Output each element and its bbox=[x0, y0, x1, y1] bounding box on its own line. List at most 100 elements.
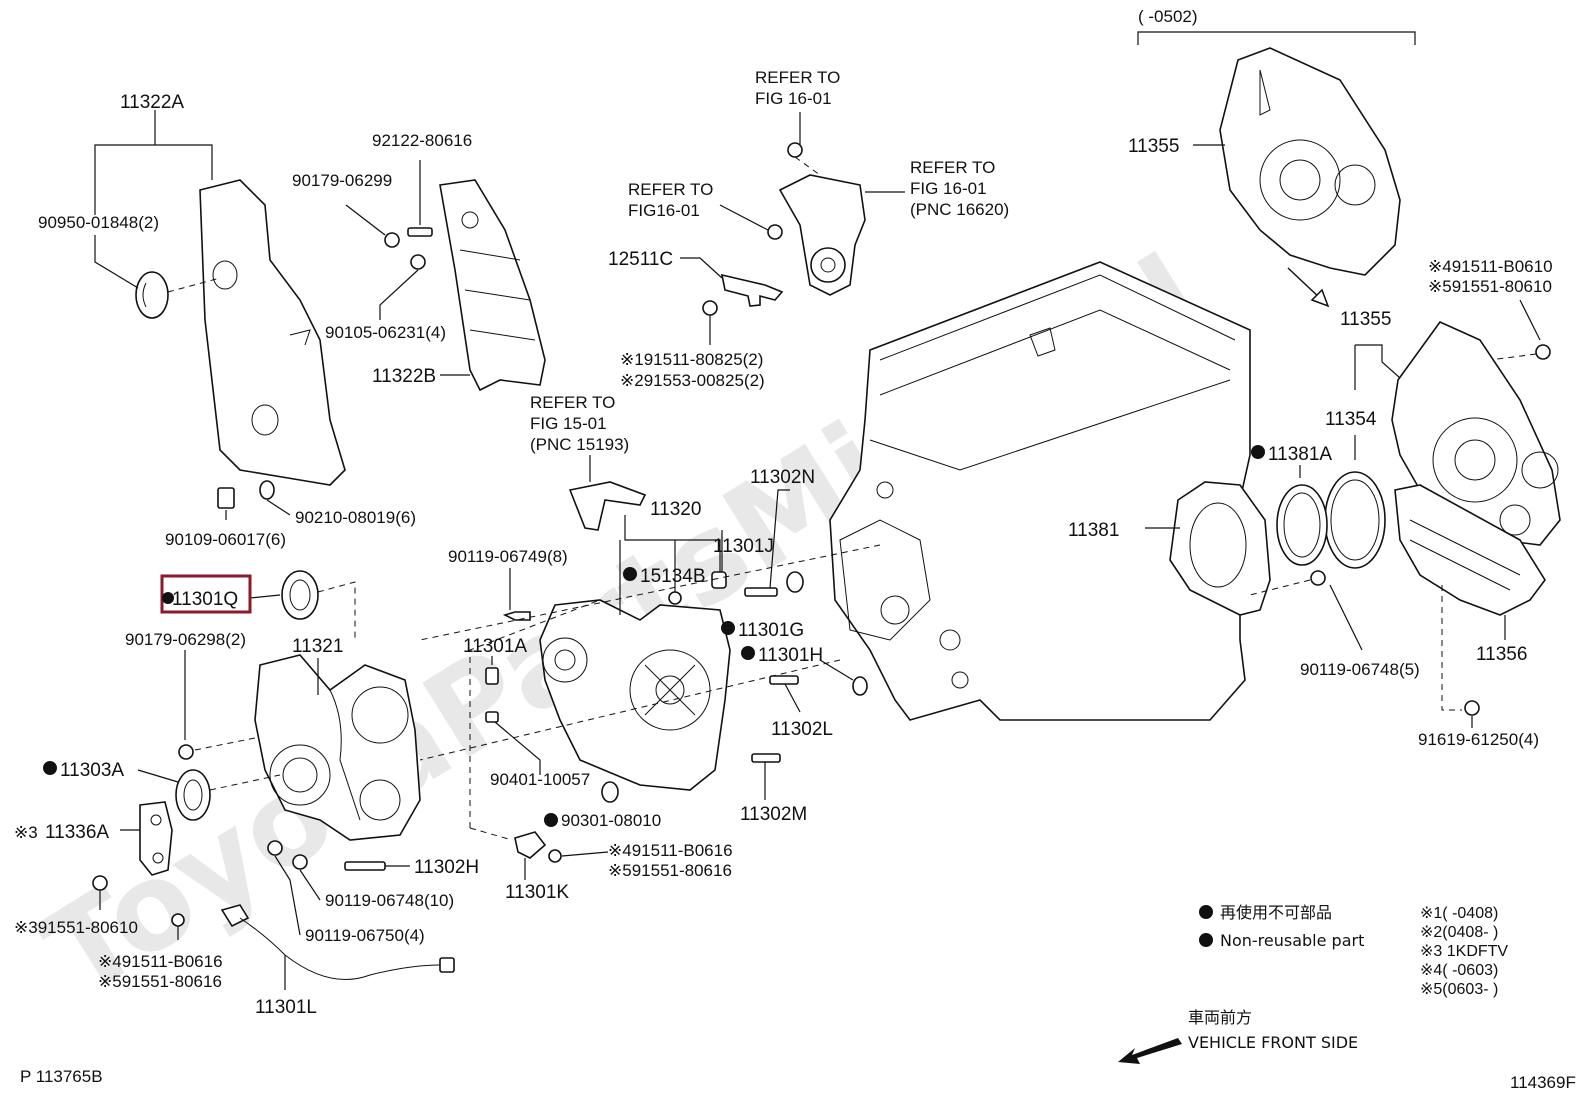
label-90301: 90301-08010 bbox=[561, 811, 661, 830]
label-90179-06298: 90179-06298(2) bbox=[125, 630, 246, 649]
part-front-cover-11321[interactable] bbox=[254, 654, 421, 841]
label-11320: 11320 bbox=[650, 499, 701, 520]
refer-fig16-left: REFER TO FIG16-01 bbox=[628, 180, 718, 220]
part-stud-11302L[interactable] bbox=[769, 675, 799, 685]
part-timing-cover-upper[interactable] bbox=[199, 179, 346, 486]
label-291553: ※291553-00825(2) bbox=[620, 371, 765, 390]
part-bracket-12511C[interactable] bbox=[702, 273, 784, 316]
part-dowel-11301A[interactable] bbox=[485, 667, 499, 723]
bullet-11381A bbox=[1251, 445, 1265, 459]
label-92122: 92122-80616 bbox=[372, 131, 472, 150]
date-bracket bbox=[1137, 31, 1416, 45]
label-11301L: 11301L bbox=[255, 997, 317, 1018]
bullet-90301 bbox=[544, 813, 558, 827]
refer-fig16-top: REFER TO FIG 16-01 bbox=[755, 68, 845, 108]
bullet-11301Q bbox=[162, 592, 174, 604]
label-12511C: 12511C bbox=[608, 249, 673, 270]
part-oring-11301G[interactable] bbox=[786, 571, 804, 593]
label-591551a: ※591551-80610 bbox=[1428, 277, 1552, 296]
label-11356: 11356 bbox=[1476, 644, 1527, 665]
label-391551: ※391551-80610 bbox=[14, 918, 138, 937]
label-90401: 90401-10057 bbox=[490, 770, 590, 789]
part-timing-cover-inner[interactable] bbox=[439, 179, 546, 392]
part-bolt-90119-06750[interactable] bbox=[267, 840, 283, 856]
refer-fig15: REFER TO FIG 15-01 (PNC 15193) bbox=[530, 393, 629, 454]
label-90210: 90210-08019(6) bbox=[295, 508, 416, 527]
part-bolt-90179-06298[interactable] bbox=[178, 744, 194, 760]
label-491511c: ※491511-B0616 bbox=[98, 952, 223, 971]
part-bolt-90109[interactable] bbox=[217, 487, 235, 509]
label-11336A-prefix: ※3 bbox=[14, 823, 38, 842]
label-11302M: 11302M bbox=[740, 804, 807, 825]
part-stud-11302N[interactable] bbox=[744, 587, 778, 597]
part-plate-11356[interactable] bbox=[1394, 484, 1546, 616]
label-11301K: 11301K bbox=[505, 882, 569, 903]
highlight-box-11301Q[interactable] bbox=[160, 574, 252, 614]
label-11336A: 11336A bbox=[45, 822, 109, 843]
part-sensor-11301L[interactable] bbox=[171, 904, 455, 980]
footer-left: P 113765B bbox=[20, 1067, 103, 1086]
note-2: ※2(0408- ) bbox=[1420, 924, 1498, 941]
part-bolt-90119-06749[interactable] bbox=[502, 611, 531, 621]
legend-en: Non-reusable part bbox=[1220, 931, 1364, 950]
label-11301G: 11301G bbox=[738, 620, 804, 641]
label-90119-06748-10: 90119-06748(10) bbox=[325, 891, 454, 910]
part-tensioner-assembly[interactable] bbox=[767, 142, 866, 296]
part-engine-block bbox=[829, 261, 1251, 721]
part-bolt-90119-06748-10[interactable] bbox=[292, 854, 308, 870]
part-bracket-11336A[interactable] bbox=[139, 801, 173, 876]
label-90105: 90105-06231(4) bbox=[325, 323, 446, 342]
label-11302H: 11302H bbox=[414, 857, 479, 878]
footer-right: 114369F bbox=[1510, 1073, 1576, 1092]
part-oil-seal-11301Q[interactable] bbox=[281, 570, 319, 620]
label-11355-lower: 11355 bbox=[1340, 309, 1391, 330]
label-11302L: 11302L bbox=[771, 719, 833, 740]
part-end-plate-11355-lower[interactable] bbox=[1391, 321, 1561, 546]
part-stud-92122[interactable] bbox=[407, 227, 433, 237]
direction-jp: 車両前方 bbox=[1188, 1008, 1252, 1027]
label-90179-06299: 90179-06299 bbox=[292, 171, 392, 190]
part-gasket-15193[interactable] bbox=[568, 481, 647, 531]
part-washer-90210[interactable] bbox=[259, 480, 275, 500]
part-timing-case-11320[interactable] bbox=[539, 571, 731, 791]
note-5: ※5(0603- ) bbox=[1420, 981, 1498, 998]
part-oil-seal-11303A[interactable] bbox=[175, 769, 211, 821]
part-bolt-90105[interactable] bbox=[410, 254, 426, 270]
part-bolt-90179-06299[interactable] bbox=[384, 232, 400, 248]
part-oring-11301H[interactable] bbox=[852, 676, 868, 696]
label-11303A: 11303A bbox=[60, 760, 124, 781]
part-oil-seal-90950[interactable] bbox=[135, 271, 169, 319]
bullet-15134B bbox=[623, 567, 637, 581]
bullet-11303A bbox=[43, 761, 57, 775]
part-oil-seal-11381A[interactable] bbox=[1276, 484, 1328, 566]
label-11354: 11354 bbox=[1325, 409, 1377, 430]
part-stud-11302H[interactable] bbox=[344, 861, 386, 871]
part-end-plate-11355-upper[interactable] bbox=[1219, 47, 1401, 276]
part-bolt-491511a[interactable] bbox=[1535, 344, 1551, 360]
label-91619: 91619-61250(4) bbox=[1418, 730, 1539, 749]
label-15134B: 15134B bbox=[640, 566, 706, 587]
part-bolt-391551[interactable] bbox=[92, 875, 108, 891]
label-491511b: ※491511-B0616 bbox=[608, 841, 733, 860]
part-oring-90301[interactable] bbox=[601, 781, 619, 803]
part-stud-11302M[interactable] bbox=[751, 753, 781, 763]
label-90119-06749: 90119-06749(8) bbox=[448, 547, 568, 566]
label-11301J: 11301J bbox=[713, 536, 774, 557]
label-90950: 90950-01848(2) bbox=[38, 213, 159, 232]
label-11381A: 11381A bbox=[1268, 444, 1332, 465]
label-11301A: 11301A bbox=[463, 636, 527, 657]
part-bolt-91619[interactable] bbox=[1464, 700, 1480, 716]
part-retainer-11381[interactable] bbox=[1169, 481, 1271, 616]
part-sensor-11301K[interactable] bbox=[514, 831, 562, 863]
label-11302N: 11302N bbox=[750, 467, 815, 488]
legend-jp: 再使用不可部品 bbox=[1220, 903, 1332, 922]
leader-11322A bbox=[94, 144, 213, 215]
part-bolt-90119-06748-5[interactable] bbox=[1310, 570, 1326, 586]
label-591551c: ※591551-80616 bbox=[98, 972, 222, 991]
part-gasket-11354[interactable] bbox=[1324, 471, 1386, 569]
label-591551b: ※591551-80616 bbox=[608, 861, 732, 880]
arrow-head bbox=[1310, 288, 1330, 308]
label-11301H: 11301H bbox=[758, 645, 823, 666]
